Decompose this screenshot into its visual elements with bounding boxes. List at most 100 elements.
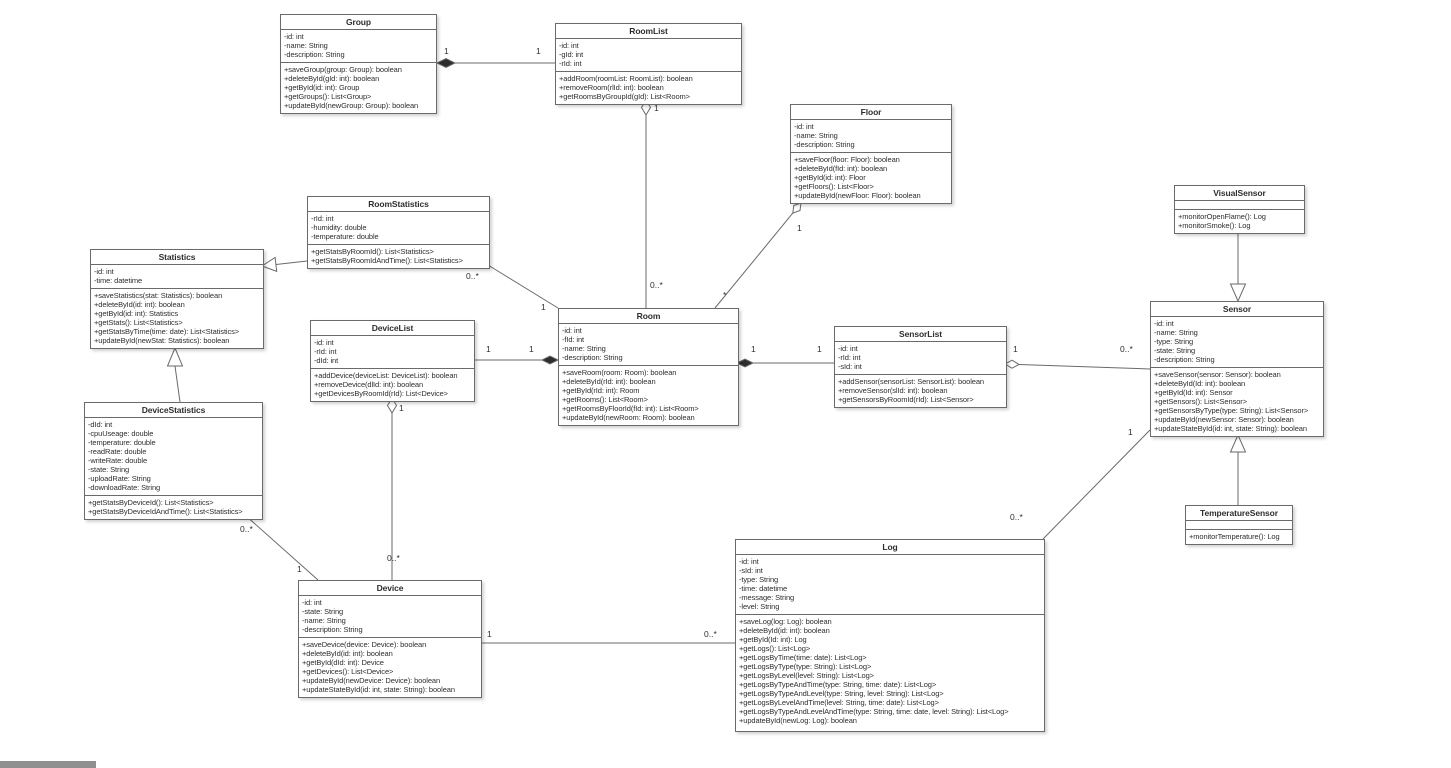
member-line: -time: datetime [739, 584, 788, 593]
multiplicity-label: 1 [797, 223, 802, 233]
aggregation-diamond-icon [1003, 359, 1021, 369]
edge-roomstatistics-statistics-generalization[interactable] [260, 256, 308, 273]
class-title: Group [281, 15, 436, 30]
class-box-device[interactable]: Device -id: int-state: String-name: Stri… [298, 580, 482, 698]
member-line: -description: String [302, 625, 363, 634]
aggregation-diamond-icon [792, 202, 802, 214]
member-line: +saveLog(log: Log): boolean [739, 617, 832, 626]
edge-floor-room-aggregation[interactable] [714, 202, 802, 309]
member-line: -rId: int [314, 347, 337, 356]
class-box-temperaturesensor[interactable]: TemperatureSensor +monitorTemperature():… [1185, 505, 1293, 545]
member-line: +getStatsByDeviceId(): List<Statistics> [88, 498, 214, 507]
class-title: Statistics [91, 250, 263, 265]
member-line: -fId: int [562, 335, 585, 344]
edge-visualsensor-sensor-generalization[interactable] [1229, 227, 1247, 303]
member-line: -id: int [838, 344, 858, 353]
member-line: +getRoomsByGroupId(gId): List<Room> [559, 92, 690, 101]
member-line: +deleteById(gId: int): boolean [284, 74, 380, 83]
member-line: -level: String [739, 602, 780, 611]
member-line: +getById(dId: int): Device [302, 658, 384, 667]
edge-room-sensorlist-composition[interactable] [735, 358, 834, 368]
multiplicity-label: 0..* [387, 553, 400, 563]
edge-sensorlist-sensor-aggregation[interactable] [1003, 359, 1151, 370]
multiplicity-label: 1 [444, 46, 449, 56]
member-line: -description: String [794, 140, 855, 149]
member-line: +getFloors(): List<Floor> [794, 182, 874, 191]
class-methods: +saveDevice(device: Device): boolean+del… [299, 638, 481, 697]
member-line: +addRoom(roomList: RoomList): boolean [559, 74, 693, 83]
edge-roomstatistics-room-association[interactable] [487, 264, 559, 309]
class-methods: +saveFloor(floor: Floor): boolean+delete… [791, 153, 951, 203]
member-line: +deleteById(id: int): boolean [302, 649, 393, 658]
multiplicity-label: 1 [654, 103, 659, 113]
edge-group-roomlist-composition[interactable] [435, 57, 555, 69]
class-box-visualsensor[interactable]: VisualSensor +monitorOpenFlame(): Log+mo… [1174, 185, 1305, 234]
member-line: -state: String [1154, 346, 1196, 355]
composition-diamond-icon [540, 355, 560, 365]
edge-devicestatistics-statistics-generalization[interactable] [166, 346, 184, 403]
member-line: +updateStateById(id: int, state: String)… [1154, 424, 1307, 433]
member-line: +saveFloor(floor: Floor): boolean [794, 155, 900, 164]
class-box-room[interactable]: Room -id: int-fId: int-name: String-desc… [558, 308, 739, 426]
member-line: -name: String [794, 131, 838, 140]
multiplicity-label: 0..* [240, 524, 253, 534]
class-title: DeviceList [311, 321, 474, 336]
member-line: +saveDevice(device: Device): boolean [302, 640, 427, 649]
class-title: RoomList [556, 24, 741, 39]
class-box-sensorlist[interactable]: SensorList -id: int-rId: int-sId: int +a… [834, 326, 1007, 408]
member-line: +saveSensor(sensor: Sensor): boolean [1154, 370, 1281, 379]
member-line: -sId: int [739, 566, 763, 575]
class-title: Sensor [1151, 302, 1323, 317]
multiplicity-label: 1 [486, 344, 491, 354]
member-line: +updateById(newDevice: Device): boolean [302, 676, 441, 685]
member-line: -name: String [562, 344, 606, 353]
class-attributes: -id: int-name: String-type: String-state… [1151, 317, 1323, 368]
class-methods: +saveRoom(room: Room): boolean+deleteByI… [559, 366, 738, 425]
class-box-roomstatistics[interactable]: RoomStatistics -rId: int-humidity: doubl… [307, 196, 490, 269]
composition-diamond-icon [435, 57, 457, 69]
class-title: Room [559, 309, 738, 324]
class-box-sensor[interactable]: Sensor -id: int-name: String-type: Strin… [1150, 301, 1324, 437]
multiplicity-label: 0..* [466, 271, 479, 281]
class-box-devicelist[interactable]: DeviceList -id: int-rId: int-dId: int +a… [310, 320, 475, 402]
member-line: +updateById(newFloor: Floor): boolean [794, 191, 921, 200]
generalization-arrow-icon [166, 346, 184, 367]
generalization-arrow-icon [1229, 433, 1247, 453]
multiplicity-label: * [723, 290, 727, 300]
member-line: +saveRoom(room: Room): boolean [562, 368, 677, 377]
class-box-roomlist[interactable]: RoomList -id: int-gId: int-rId: int +add… [555, 23, 742, 105]
class-box-group[interactable]: Group -id: int-name: String-description:… [280, 14, 437, 114]
class-box-floor[interactable]: Floor -id: int-name: String-description:… [790, 104, 952, 204]
member-line: -gId: int [559, 50, 584, 59]
member-line: +removeRoom(rlId: int): boolean [559, 83, 664, 92]
member-line: +getGroups(): List<Group> [284, 92, 372, 101]
member-line: +getSensors(): List<Sensor> [1154, 397, 1247, 406]
class-box-log[interactable]: Log -id: int-sId: int-type: String-time:… [735, 539, 1045, 732]
edge-roomlist-room-aggregation[interactable] [640, 99, 652, 308]
member-line: -id: int [284, 32, 304, 41]
member-line: +getById(Id: int): Log [739, 635, 807, 644]
edge-temperaturesensor-sensor-generalization[interactable] [1229, 433, 1247, 505]
class-box-statistics[interactable]: Statistics -id: int-time: datetime +save… [90, 249, 264, 349]
member-line: +monitorSmoke(): Log [1178, 221, 1251, 230]
member-line: -id: int [94, 267, 114, 276]
edge-devicelist-room-composition[interactable] [473, 355, 560, 365]
member-line: +updateById(newSensor: Sensor): boolean [1154, 415, 1294, 424]
edge-devicestatistics-device-association[interactable] [244, 514, 319, 581]
member-line: +getSensorsByType(type: String): List<Se… [1154, 406, 1309, 415]
member-line: -dId: int [314, 356, 339, 365]
class-box-devicestatistics[interactable]: DeviceStatistics -dId: int-cpuUseage: do… [84, 402, 263, 520]
class-title: SensorList [835, 327, 1006, 342]
member-line: +getById(id: int): Floor [794, 173, 866, 182]
member-line: -id: int [559, 41, 579, 50]
member-line: +getStatsByTime(time: date): List<Statis… [94, 327, 240, 336]
multiplicity-label: 0..* [1010, 512, 1023, 522]
member-line: -message: String [739, 593, 795, 602]
member-line: +getLogsByTypeAndLevel(type: String, lev… [739, 689, 944, 698]
horizontal-scrollbar-thumb[interactable] [0, 761, 96, 768]
member-line: +getLogsByTypeAndTime(type: String, time… [739, 680, 937, 689]
member-line: +deleteById(fId: int): boolean [794, 164, 888, 173]
edge-sensor-log-association[interactable] [1042, 429, 1151, 540]
member-line: -dId: int [88, 420, 113, 429]
class-methods: +saveGroup(group: Group): boolean+delete… [281, 63, 436, 113]
